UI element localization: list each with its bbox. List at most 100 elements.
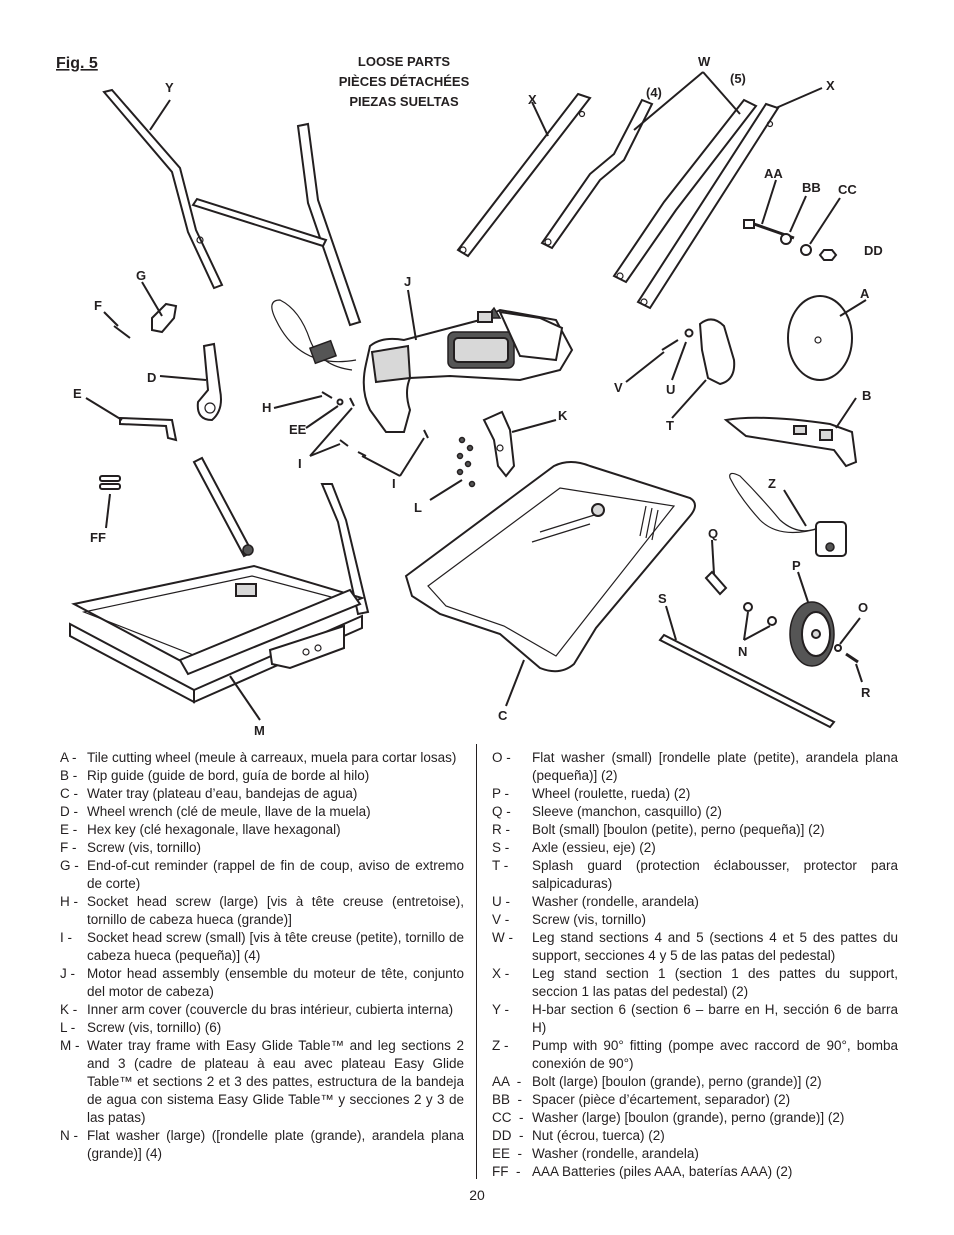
leader-ee (305, 405, 339, 429)
socket-screw-small-1 (349, 397, 355, 407)
part-description: End-of-cut reminder (rappel de fin de co… (87, 858, 464, 891)
wheel (789, 601, 835, 667)
part-description: Washer (rondelle, arandela) (532, 1146, 699, 1161)
screw-v (661, 339, 679, 351)
callout-w-4: (4) (646, 85, 662, 100)
callout-cc: CC (838, 182, 857, 197)
part-description: Nut (écrou, tuerca) (2) (532, 1128, 665, 1143)
part-description: Wheel (roulette, rueda) (2) (532, 786, 691, 801)
callout-x-left: X (528, 92, 537, 107)
leader-z (783, 489, 807, 527)
nut (818, 249, 838, 261)
parts-list-item: O - Flat washer (small) [rondelle plate … (492, 749, 898, 785)
part-description: Hex key (clé hexagonale, llave hexagonal… (87, 822, 341, 837)
hex-key (119, 416, 178, 442)
part-key: BB - (492, 1092, 526, 1107)
callout-p: P (792, 558, 801, 573)
parts-list-item: Q - Sleeve (manchon, casquillo) (2) (492, 803, 898, 821)
callout-i-right: I (392, 476, 396, 491)
callout-z: Z (768, 476, 776, 491)
axle (658, 633, 836, 729)
part-description: Pump with 90° fitting (pompe avec raccor… (532, 1038, 898, 1071)
parts-list-item: C - Water tray (plateau d’eau, bandejas … (60, 785, 464, 803)
figure-label: Fig. 5 (56, 55, 98, 72)
part-description: Socket head screw (small) [vis à tête cr… (87, 930, 464, 963)
part-description: Washer (rondelle, arandela) (532, 894, 699, 909)
heading-loose-parts-fr: PIÈCES DÉTACHÉES (339, 74, 470, 89)
parts-list-item: U - Washer (rondelle, arandela) (492, 893, 898, 911)
parts-list-item: Z - Pump with 90° fitting (pompe avec ra… (492, 1037, 898, 1073)
leader-c (505, 659, 525, 707)
callout-g: G (136, 268, 146, 283)
washer-large (800, 244, 812, 256)
flat-washer-large-1 (743, 602, 753, 612)
part-description: Flat washer (large) ([rondelle plate (gr… (87, 1128, 464, 1161)
part-key: FF - (492, 1164, 525, 1179)
h-bar-section-6 (102, 88, 362, 327)
parts-list-item: J - Motor head assembly (ensemble du mot… (60, 965, 464, 1001)
leader-y (149, 99, 171, 131)
callout-s: S (658, 591, 667, 606)
bolt-small (845, 652, 859, 664)
leader-f (103, 311, 119, 327)
part-key: F - (60, 840, 81, 855)
socket-screw-small-3 (357, 451, 367, 457)
leader-i-4 (399, 437, 425, 477)
part-key: Q - (492, 804, 515, 819)
leader-o (839, 617, 861, 645)
water-tray-frame (69, 456, 370, 704)
leader-q (711, 539, 715, 575)
leg-section-1-left (456, 92, 592, 258)
wheel-wrench (196, 342, 222, 422)
leader-m (229, 675, 261, 721)
part-description: Axle (essieu, eje) (2) (532, 840, 656, 855)
rip-guide (723, 416, 858, 468)
parts-list-item: A - Tile cutting wheel (meule à carreaux… (60, 749, 464, 767)
part-description: Water tray frame with Easy Glide Table™ … (87, 1038, 464, 1125)
part-description: Leg stand sections 4 and 5 (sections 4 e… (532, 930, 898, 963)
part-key: L - (60, 1020, 80, 1035)
parts-list-item: N - Flat washer (large) ([rondelle plate… (60, 1127, 464, 1163)
part-key: AA - (492, 1074, 526, 1089)
leg-section-5 (612, 98, 758, 284)
screws-l (456, 436, 476, 488)
part-description: Screw (vis, tornillo) (87, 840, 202, 855)
leader-ff (105, 493, 111, 529)
callout-dd: DD (864, 243, 883, 258)
leader-h (273, 395, 323, 409)
heading-loose-parts-es: PIEZAS SUELTAS (349, 94, 459, 109)
callout-x-right: X (826, 78, 835, 93)
part-key: V - (492, 912, 514, 927)
part-description: Socket head screw (large) [vis à tête cr… (87, 894, 464, 927)
part-key: CC - (492, 1110, 528, 1125)
part-description: Bolt (small) [boulon (petite), perno (pe… (532, 822, 825, 837)
parts-list-item: DD - Nut (écrou, tuerca) (2) (492, 1127, 898, 1145)
callout-w: W (698, 54, 711, 69)
part-key: O - (492, 750, 515, 765)
splash-guard (698, 318, 736, 386)
part-key: N - (60, 1128, 82, 1143)
parts-list-item: B - Rip guide (guide de bord, guía de bo… (60, 767, 464, 785)
parts-list-item: M - Water tray frame with Easy Glide Tab… (60, 1037, 464, 1127)
parts-list-item: CC - Washer (large) [boulon (grande), pe… (492, 1109, 898, 1127)
callout-f: F (94, 298, 102, 313)
callout-w-5: (5) (730, 71, 746, 86)
part-description: Washer (large) [boulon (grande), perno (… (532, 1110, 845, 1125)
part-key: G - (60, 858, 83, 873)
leader-aa (761, 179, 777, 225)
leader-a (839, 299, 867, 317)
parts-list-item: K - Inner arm cover (couvercle du bras i… (60, 1001, 464, 1019)
part-description: Wheel wrench (clé de meule, llave de la … (87, 804, 371, 819)
part-key: C - (60, 786, 82, 801)
part-description: Tile cutting wheel (meule à carreaux, mu… (87, 750, 457, 765)
heading-loose-parts-en: LOOSE PARTS (358, 54, 451, 69)
callout-v: V (614, 380, 623, 395)
leader-i-3 (361, 455, 401, 477)
leader-b (835, 397, 857, 429)
leader-bb (789, 195, 807, 233)
parts-list-item: H - Socket head screw (large) [vis à têt… (60, 893, 464, 929)
end-of-cut-reminder (151, 302, 178, 334)
callout-m: M (254, 723, 265, 738)
part-key: S - (492, 840, 514, 855)
parts-list-item: FF - AAA Batteries (piles AAA, baterías … (492, 1163, 898, 1181)
